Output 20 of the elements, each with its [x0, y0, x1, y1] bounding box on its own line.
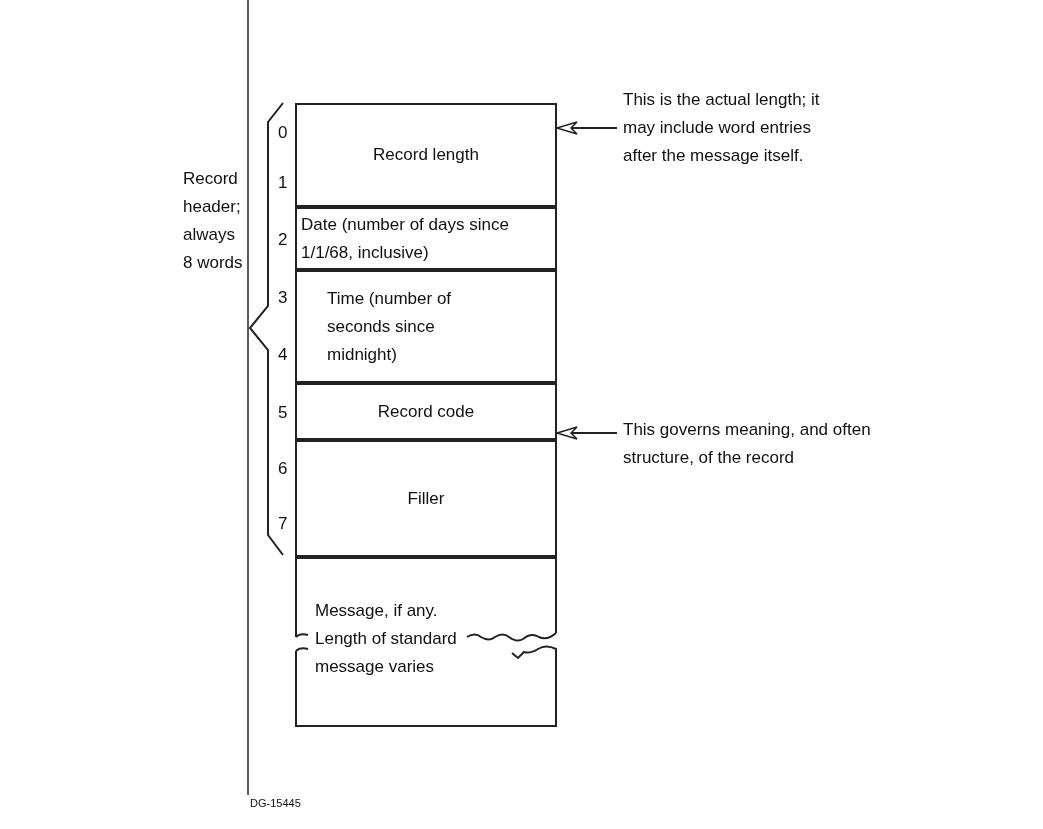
date-field: Date (number of days since 1/1/68, inclusive): [295, 207, 557, 270]
filler-field: Filler: [295, 440, 557, 557]
word-number: 5: [278, 402, 288, 424]
word-number: 7: [278, 513, 288, 535]
record-code-field: Record code: [295, 383, 557, 440]
time-field: Time (number of seconds since midnight): [295, 270, 557, 383]
word-number: 0: [278, 122, 288, 144]
word-number: 3: [278, 287, 288, 309]
message-text: Message, if any. Length of standard message varies: [315, 600, 458, 678]
annotation-text: This governs meaning, and often structure, of the record: [623, 416, 903, 474]
figure-number: DG-15445: [250, 796, 301, 810]
annotation-text: This is the actual length; it may include word entries after the message itself.: [623, 86, 845, 172]
record-length-field: Record length: [295, 103, 557, 207]
word-number: 4: [278, 344, 288, 366]
arrow: [556, 426, 618, 440]
arrow: [556, 121, 618, 135]
word-number: 6: [278, 458, 288, 480]
word-number: 2: [278, 229, 288, 251]
word-number: 1: [278, 172, 288, 194]
brace-label: Record header; always 8 words: [183, 168, 244, 274]
